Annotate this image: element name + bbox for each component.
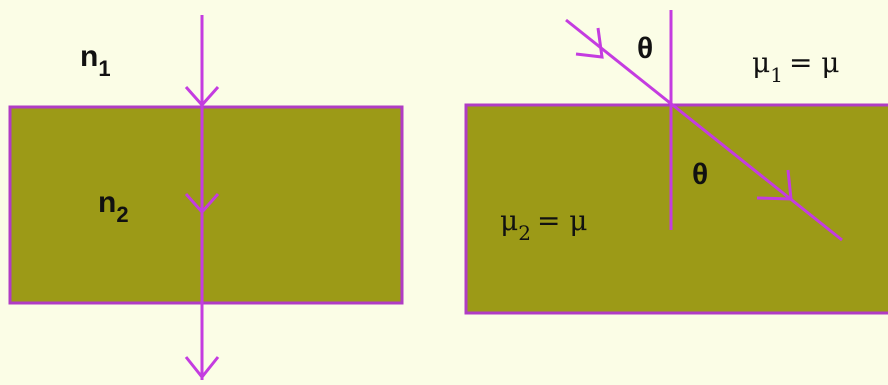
label-mu1-symbol: μ — [752, 46, 770, 79]
label-n2-subscript: 2 — [116, 202, 128, 227]
label-n2-symbol: n — [98, 186, 116, 219]
refracted-arrowhead — [756, 169, 793, 201]
ray-arrowhead-middle — [184, 193, 220, 215]
label-n1-subscript: 1 — [98, 56, 110, 81]
label-mu2-rhs: = μ — [537, 204, 588, 237]
label-mu2: μ2= μ — [500, 204, 588, 245]
oblique-ray — [565, 18, 843, 242]
label-n1-symbol: n — [80, 40, 98, 73]
label-mu1: μ1= μ — [752, 46, 840, 87]
right-panel: θ θ μ1= μ μ2= μ — [464, 10, 888, 315]
ray-arrowhead-top — [184, 86, 220, 108]
angle-incident-label: θ — [637, 32, 653, 65]
label-mu1-rhs: = μ — [789, 46, 840, 79]
label-n1: n1 — [80, 40, 111, 81]
incident-arrowhead — [575, 27, 604, 59]
right-slab — [464, 103, 888, 315]
left-slab — [8, 105, 404, 305]
angle-refracted-label: θ — [692, 158, 708, 191]
label-mu2-symbol: μ — [500, 204, 518, 237]
label-mu2-subscript: 2 — [518, 221, 531, 245]
label-mu1-subscript: 1 — [770, 63, 783, 87]
label-n2: n2 — [98, 186, 129, 227]
ray-arrowhead-bottom — [184, 356, 220, 380]
left-panel: n1 n2 — [8, 15, 404, 380]
